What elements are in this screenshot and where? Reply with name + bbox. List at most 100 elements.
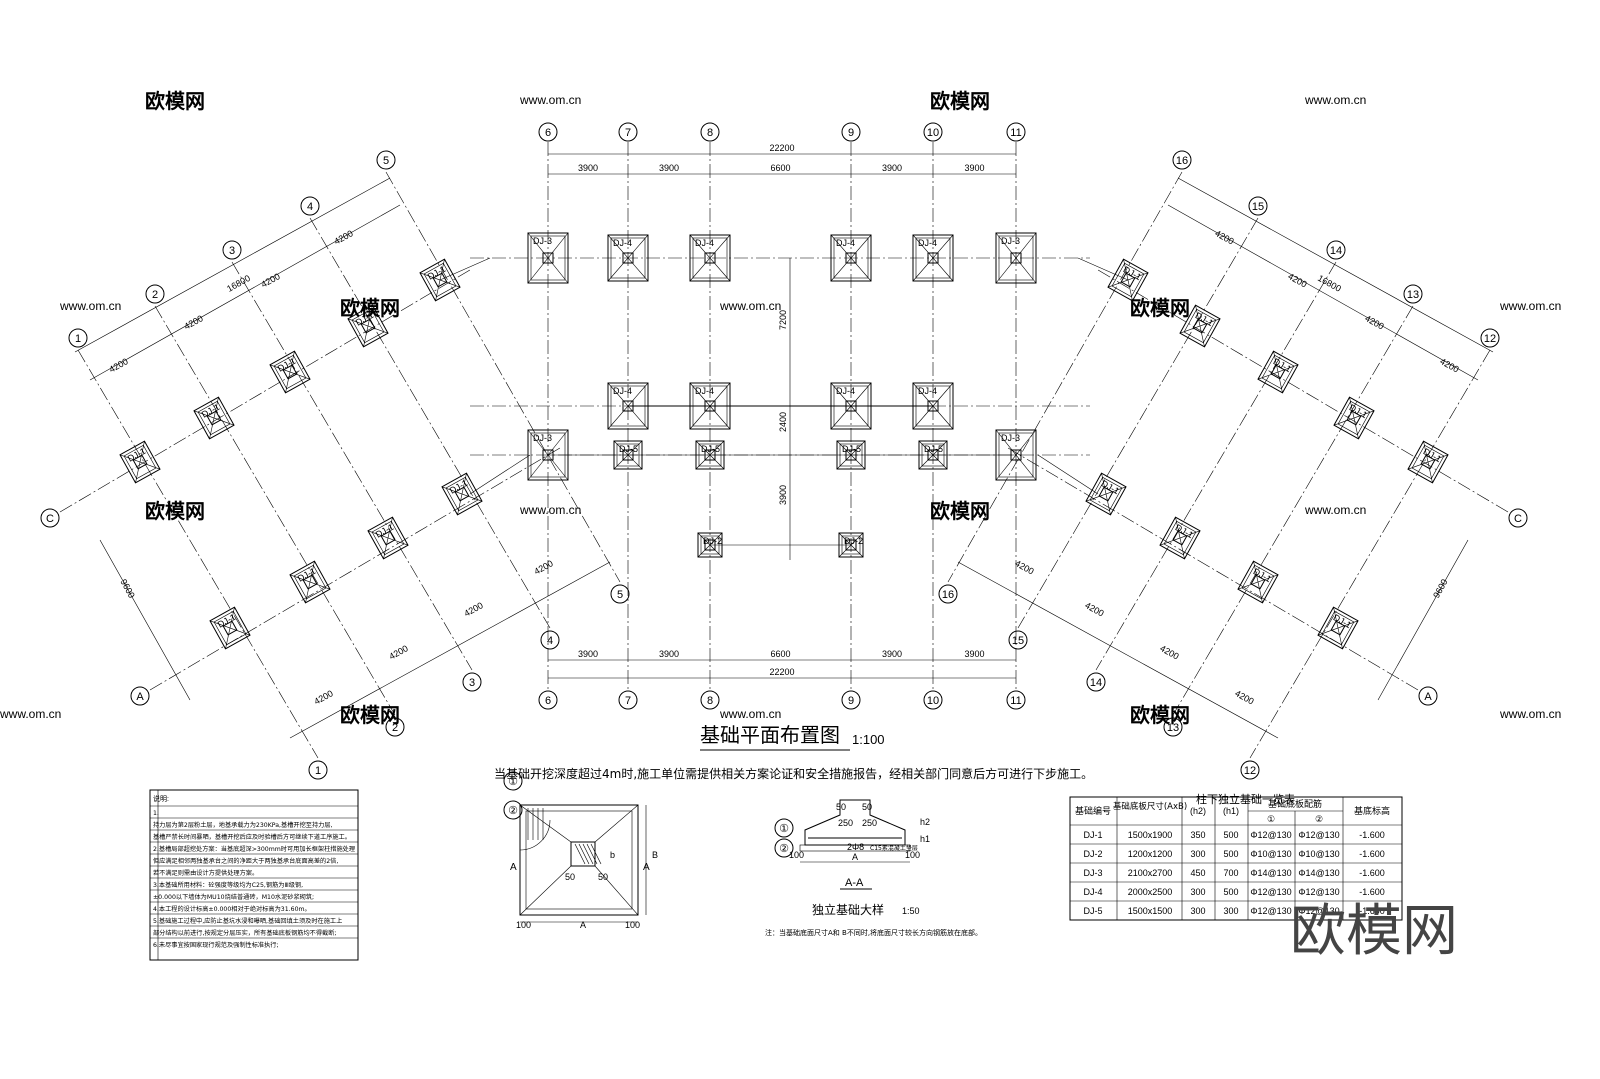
- center-footing-inner: [915, 237, 951, 279]
- detail-sec-marker-1-circle: [774, 818, 794, 838]
- detail-section-mark: A: [510, 862, 517, 873]
- wing-footing-inner: [445, 476, 479, 512]
- wing-footing-inner: [293, 564, 327, 600]
- wing-bubble-bottom-label: 12: [1244, 765, 1256, 777]
- wing-footing-column: [1346, 410, 1362, 426]
- center-footing-column: [1010, 252, 1022, 264]
- table-cell: Φ12@130: [1250, 887, 1291, 897]
- table-cell: Φ12@130: [1250, 906, 1291, 916]
- wing-dim-rail-total: [74, 177, 391, 353]
- notes-lines: 说明:1.持力层为第2层粉土层，地基承载力为230KPa,基槽开挖至持力层,基槽…: [150, 790, 358, 960]
- table-cell: 500: [1223, 830, 1238, 840]
- wing-footing-diag2: [1237, 574, 1279, 590]
- wing-footing-column: [282, 364, 298, 380]
- center-footing-inner: [833, 237, 869, 279]
- detail-marker-2-label: ②: [508, 805, 518, 817]
- wing-footing-column: [432, 272, 448, 288]
- wing-axis: [385, 171, 621, 583]
- notes-line: 部分结构以前进行,按规定分层压实，所有基础底板钢筋均不得截断;: [153, 929, 337, 937]
- wing-footing-inner: [1321, 610, 1355, 646]
- wing-dim: 4200: [182, 313, 204, 331]
- detail-sec-dim: h2: [920, 817, 930, 827]
- notes-line: 持力层为第2层粉土层，地基承载力为230KPa,基槽开挖至持力层,: [153, 821, 333, 829]
- wing-bubble-bottom-label: 3: [469, 677, 475, 689]
- grid-bubble-top-circle: [1006, 122, 1026, 142]
- wing-dim: 4200: [1438, 356, 1460, 374]
- center-footing-outline: [607, 234, 649, 282]
- table-cell: -1.600: [1359, 887, 1385, 897]
- grid-bubble-top-label: 10: [927, 127, 939, 139]
- detail-hatch: [578, 843, 590, 865]
- wing-footing-column: [1098, 486, 1114, 502]
- detail-plan-diag: [594, 804, 639, 843]
- wing-dim-bottom: 4200: [1013, 558, 1035, 576]
- table-cell: 300: [1190, 849, 1205, 859]
- watermark-url: www.om.cn: [1499, 707, 1561, 721]
- wing-link: [1077, 257, 1129, 281]
- wing-bubble-top-circle: [1403, 284, 1423, 304]
- table-header: 基底标高: [1354, 805, 1390, 817]
- wing-bubble-top-circle: [68, 328, 88, 348]
- notes-line: 5.基础施工过程中,应防止基坑水浸和曝晒,基础回填土须及时在施工上: [153, 917, 342, 925]
- center-footing-id: DJ-5: [701, 444, 720, 454]
- wing-bubble-bottom-label: 15: [1012, 635, 1024, 647]
- wing-bubble-top-circle: [222, 240, 242, 260]
- detail-section-title: A-A: [845, 877, 864, 889]
- detail-title: 独立基础大样: [812, 902, 884, 917]
- wing-footing-outline: [193, 396, 235, 440]
- watermark-text: 欧模网: [1130, 703, 1190, 727]
- wing-footing-outline: [1257, 350, 1299, 394]
- wing-bubble-bottom-circle: [1163, 717, 1183, 737]
- grid-bubble-top-circle: [618, 122, 638, 142]
- detail-sec-marker-2-label: ②: [779, 843, 789, 855]
- wing-bubble-top-circle: [1326, 240, 1346, 260]
- watermark-url: www.om.cn: [719, 299, 781, 313]
- wing-footing-outline: [367, 516, 409, 560]
- wing-bubble-top-label: 2: [152, 289, 158, 301]
- notes-line: 3.本基础所用材料：砼强度等级均为C25,钢筋为Ⅲ级钢,: [153, 881, 303, 889]
- grid-bubble-bottom-label: 9: [848, 695, 854, 707]
- wing-bubble-c-circle: [1508, 508, 1528, 528]
- table-cell: DJ-1: [1083, 830, 1102, 840]
- grid-bubble-top-label: 9: [848, 127, 854, 139]
- grid-bubble-bottom-label: 6: [545, 695, 551, 707]
- detail-sec-dim: A: [852, 852, 858, 862]
- wing-axis: [231, 261, 473, 671]
- wing-footing-outline: [1107, 258, 1149, 302]
- wing-dim-side: 9600: [1431, 577, 1449, 599]
- table-header: 基础编号: [1075, 805, 1111, 817]
- wing-bubble-top-circle: [376, 150, 396, 170]
- wing-bubble-bottom-circle: [1086, 672, 1106, 692]
- center-footing-id: DJ-4: [836, 238, 855, 248]
- wing-footing-diag2: [1257, 364, 1299, 380]
- wing-axis-c: [1097, 269, 1509, 513]
- wing-bubble-top-label: 14: [1330, 245, 1342, 257]
- grid-bubble-bottom-circle: [618, 690, 638, 710]
- table-cell: 300: [1223, 906, 1238, 916]
- notes-line: 6.未尽事宜按国家现行规范及强制性标准执行;: [153, 941, 279, 949]
- dim-bottom: 3900: [578, 649, 598, 659]
- wing-footing: DJ-1: [367, 516, 409, 560]
- wing-footing-column: [1330, 620, 1346, 636]
- notes-line: 1.: [153, 810, 159, 817]
- wing-footing-inner: [1261, 354, 1295, 390]
- wing-bubble-bottom-circle: [610, 584, 630, 604]
- center-footing-id: DJ-5: [842, 444, 861, 454]
- watermark-url: www.om.cn: [0, 707, 61, 721]
- wing-footing-id: DJ-1: [1422, 446, 1443, 464]
- wing-bubble-bottom-circle: [308, 760, 328, 780]
- dim-total-bottom: 22200: [769, 667, 794, 677]
- wing-dim-rail: [1167, 204, 1479, 381]
- wing-footing: DJ-1: [1257, 350, 1299, 394]
- wing-footing-column: [1270, 364, 1286, 380]
- wing-footing-diag2: [285, 351, 295, 393]
- table-cell: 300: [1190, 906, 1205, 916]
- wing-footing-outline: [1159, 516, 1201, 560]
- wing-axis-c: [59, 269, 471, 513]
- notes-box: [149, 789, 359, 961]
- wing-footing-inner: [1163, 520, 1197, 556]
- wing-bubble-bottom-label: 1: [315, 765, 321, 777]
- right-wing-plan: 12121313141415151616CA420042004200420016…: [938, 150, 1528, 780]
